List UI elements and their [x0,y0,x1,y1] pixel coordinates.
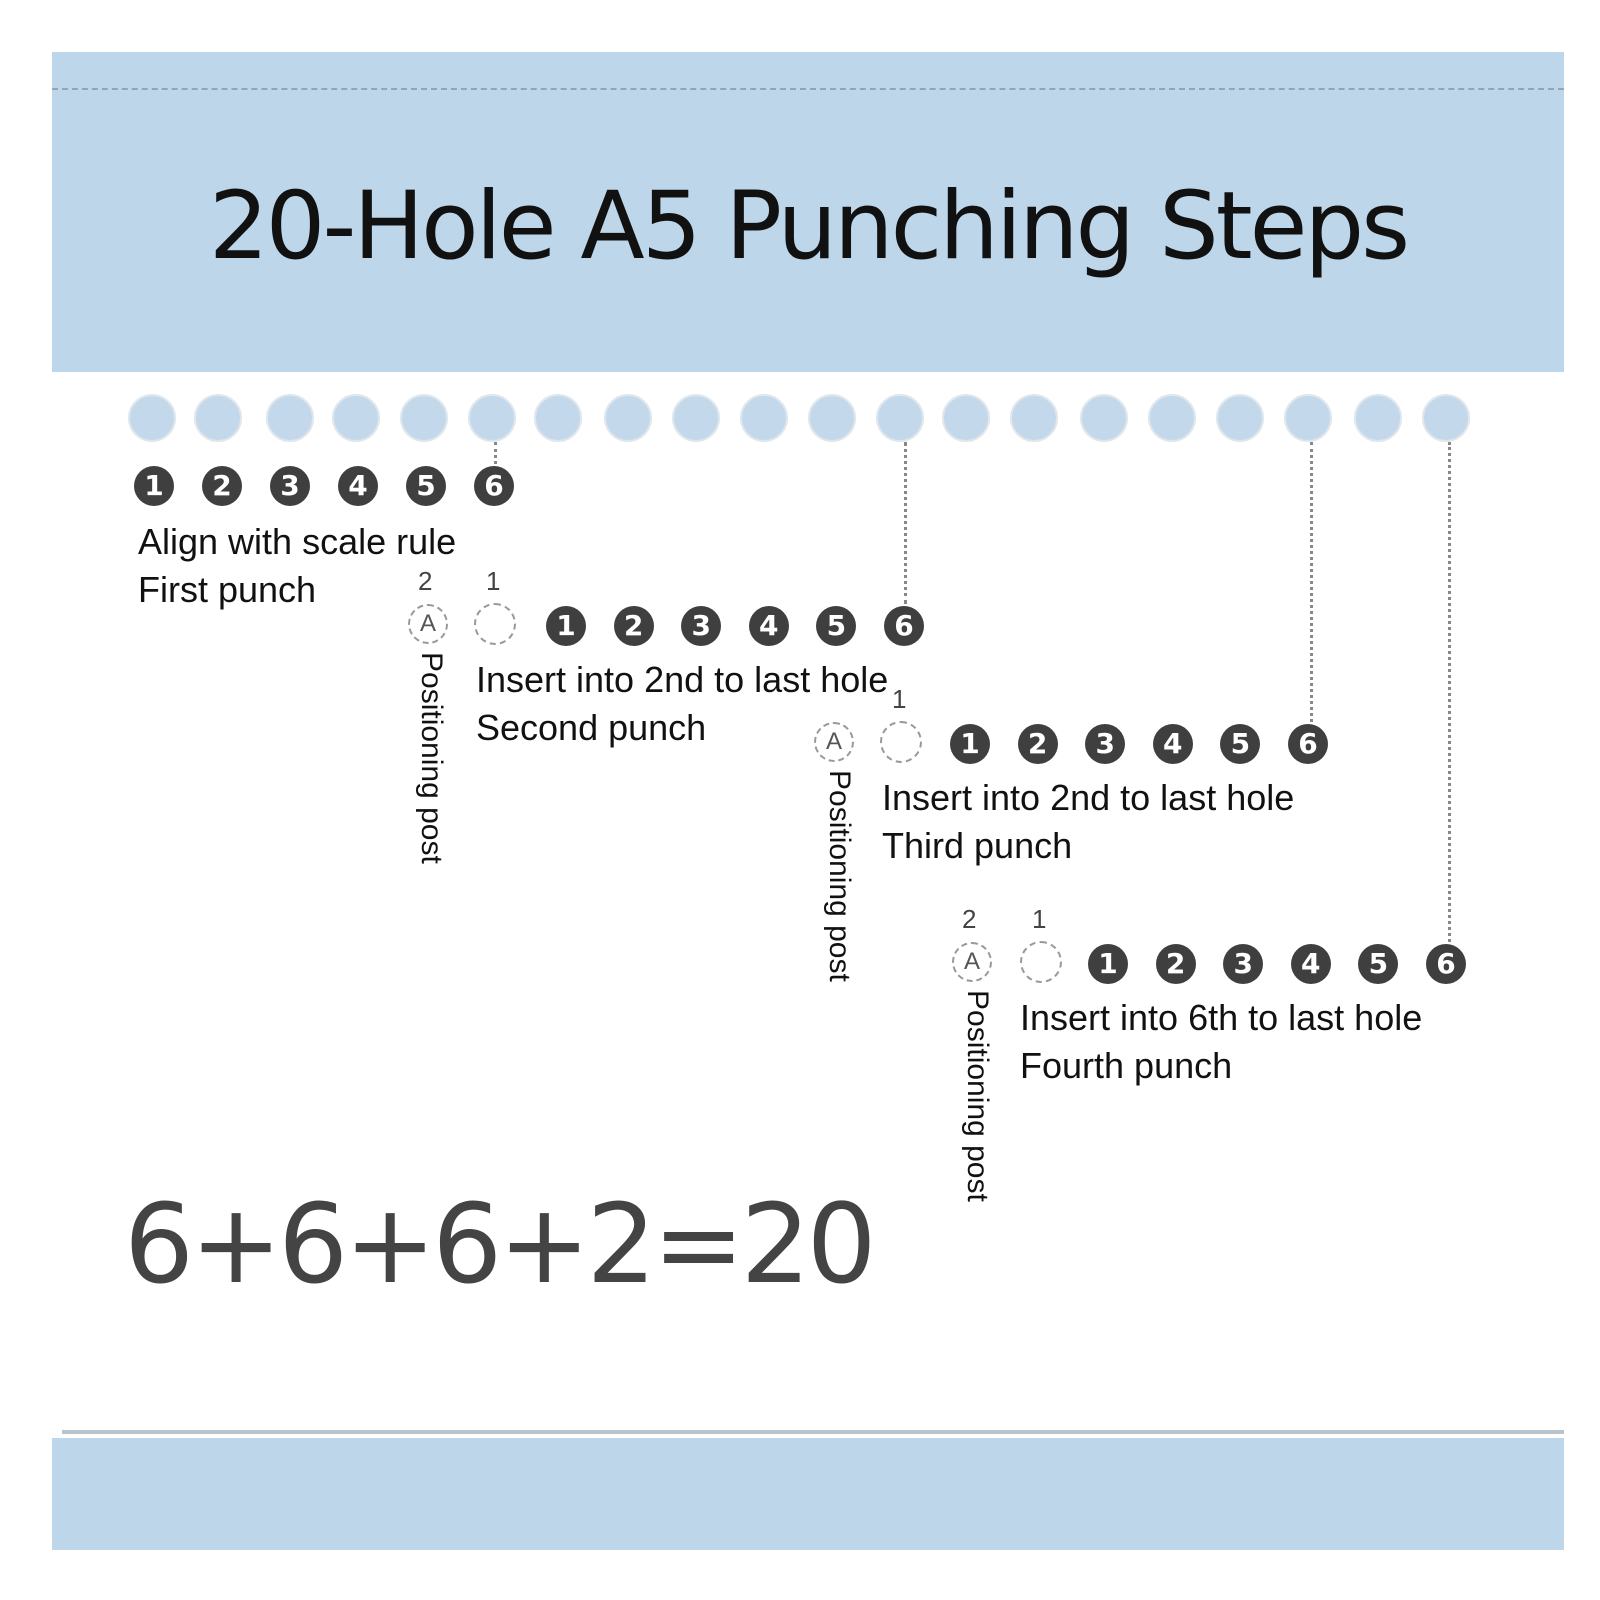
hole-count-equation: 6+6+6+2=20 [124,1180,877,1308]
step-number-badge: 3 [1085,724,1126,764]
punch-hole [604,394,652,442]
step-number-badge: 4 [748,606,789,646]
punch-hole [876,394,924,442]
punch-hole [1080,394,1128,442]
step-number-badge: 5 [1220,724,1261,764]
punch-hole [1010,394,1058,442]
punch-hole [332,394,380,442]
punch-hole [400,394,448,442]
step2-marker-2: 2 [418,566,433,596]
step-number-badge: 2 [1017,724,1058,764]
punch-hole [740,394,788,442]
header-dashed-line [52,88,1564,90]
step-number-badge: 1 [546,606,586,646]
punch-hole [266,394,314,442]
step-number-badge: 6 [884,606,924,646]
step3-marker-1: 1 [892,684,907,714]
step-number-badge: 2 [613,606,654,646]
punch-hole [1284,394,1332,442]
step2-empty-hole-icon [474,603,516,645]
step-number-badge: 6 [1426,944,1466,984]
step2-marker-1: 1 [486,566,501,596]
step1-line1: Align with scale rule [138,521,457,562]
punch-hole [1422,394,1470,442]
step-number-badge: 2 [202,466,242,506]
punch-hole [808,394,856,442]
punch-hole [1148,394,1196,442]
step-number-badge: 6 [1288,724,1328,764]
step-number-badge: 3 [270,466,310,506]
step2-positioning-post-label: Positioning post [415,652,448,864]
step-number-badge: 1 [134,466,174,506]
header-band: 20-Hole A5 Punching Steps [52,52,1564,372]
step-number-badge: 5 [406,466,446,506]
step3-line2: Third punch [882,825,1073,866]
step-number-badge: 1 [950,724,990,764]
step4-positioning-post-label: Positioning post [961,990,994,1202]
punch-hole [1354,394,1402,442]
punch-hole [942,394,990,442]
footer-band [52,1438,1564,1550]
step4-positioning-post-icon: A [952,942,992,982]
step-number-badge: 4 [1152,724,1193,764]
step2-line1: Insert into 2nd to last hole [476,659,889,700]
step-number-badge: 4 [1290,944,1331,984]
punch-hole [534,394,582,442]
step-number-badge: 3 [681,606,722,646]
step3-positioning-post-label: Positioning post [823,770,856,982]
punch-hole [128,394,176,442]
step-number-badge: 5 [816,606,857,646]
step2-line2: Second punch [476,707,707,748]
punch-hole [672,394,720,442]
step2-positioning-post-icon: A [408,604,448,644]
punch-hole [468,394,516,442]
step4-marker-2: 2 [962,904,977,934]
step-number-badge: 4 [338,466,378,506]
step3-empty-hole-icon [880,721,922,763]
step3-positioning-post-icon: A [814,722,854,762]
punch-hole [194,394,242,442]
step-number-badge: 6 [474,466,514,506]
step4-marker-1: 1 [1032,904,1047,934]
step-number-badge: 1 [1088,944,1128,984]
guide-line-step1 [494,442,497,464]
step-number-badge: 5 [1358,944,1399,984]
step-number-badge: 2 [1155,944,1196,984]
step4-line1: Insert into 6th to last hole [1020,997,1423,1038]
page-title: 20-Hole A5 Punching Steps [208,172,1410,281]
guide-line-step3 [1310,442,1313,722]
punch-hole [1216,394,1264,442]
step4-empty-hole-icon [1020,941,1062,983]
step-number-badge: 3 [1223,944,1264,984]
footer-divider [62,1430,1564,1434]
step1-line2: First punch [138,569,317,610]
guide-line-step4 [1448,442,1451,942]
step4-line2: Fourth punch [1020,1045,1233,1086]
guide-line-step2 [904,442,907,604]
instruction-card: 20-Hole A5 Punching Steps [52,52,1564,1566]
step3-line1: Insert into 2nd to last hole [882,777,1295,818]
